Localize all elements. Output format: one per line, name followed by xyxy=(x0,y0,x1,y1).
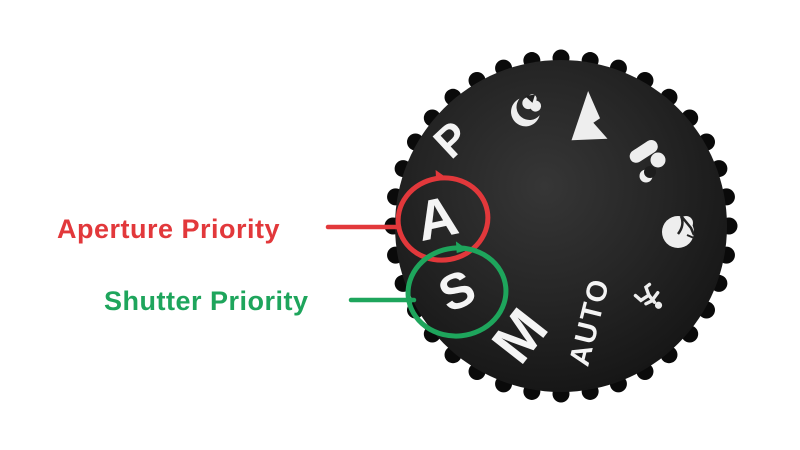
shutter-priority-label: Shutter Priority xyxy=(104,286,309,316)
portrait-icon xyxy=(629,139,666,183)
sports-runner-icon xyxy=(633,282,663,309)
shutter-annotation: Shutter Priority xyxy=(104,241,509,339)
aperture-annotation: Aperture Priority xyxy=(57,170,491,263)
landscape-mountain-icon xyxy=(571,90,608,141)
dial-body xyxy=(395,60,727,392)
mode-dial: P A S M AUTO xyxy=(384,49,738,403)
shutter-circle-mark xyxy=(405,245,509,339)
flower-rose-icon xyxy=(662,215,696,248)
aperture-circle-arrowhead-icon xyxy=(435,170,447,181)
shutter-circle-arrowhead-icon xyxy=(455,241,468,254)
macro-flower-icon xyxy=(511,94,542,127)
aperture-priority-label: Aperture Priority xyxy=(57,214,280,244)
aperture-circle-mark xyxy=(395,175,491,263)
